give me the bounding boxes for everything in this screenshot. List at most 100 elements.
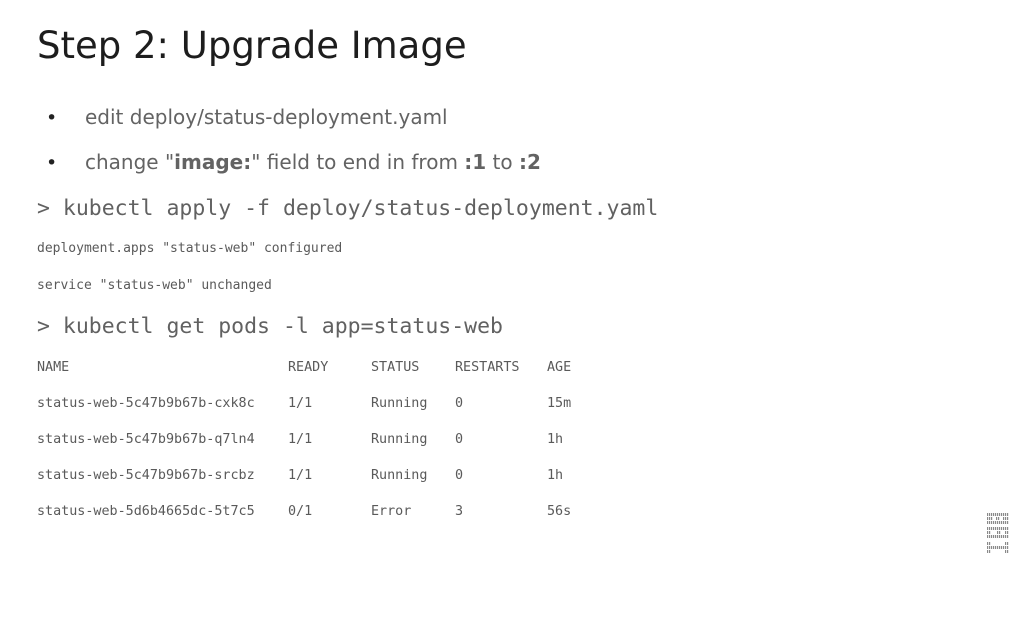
ibm-logo-stripe — [991, 527, 993, 530]
pod-ready: 0/1 — [288, 504, 313, 519]
ibm-logo-icon — [987, 513, 1009, 553]
ibm-logo-stripe — [1005, 517, 1007, 520]
ibm-logo-stripe — [996, 517, 998, 520]
ibm-logo-stripe — [998, 517, 1000, 520]
bullet-dot: • — [46, 107, 58, 129]
ibm-logo-stripe — [989, 542, 991, 545]
ibm-logo-stripe — [1003, 546, 1005, 549]
ibm-logo-stripe — [995, 546, 997, 549]
ibm-logo-stripe — [1001, 513, 1003, 516]
pod-restarts: 0 — [455, 432, 464, 447]
ibm-logo-stripe — [995, 535, 997, 538]
ibm-logo-stripe — [1007, 535, 1009, 538]
ibm-logo-stripe — [995, 521, 997, 524]
ibm-logo-stripe — [1005, 550, 1007, 553]
ibm-logo-stripe — [1003, 517, 1005, 520]
pod-status: Running — [371, 396, 428, 411]
slide-title: Step 2: Upgrade Image — [37, 24, 467, 67]
ibm-logo-stripe — [989, 521, 991, 524]
ibm-logo-stripe — [989, 535, 991, 538]
ibm-logo-stripe — [987, 517, 989, 520]
ibm-logo-stripe — [997, 513, 999, 516]
ibm-logo-stripe — [987, 531, 989, 534]
pod-name: status-web-5c47b9b67b-cxk8c — [37, 396, 255, 411]
ibm-logo-stripe — [1007, 527, 1009, 530]
ibm-logo-stripe — [989, 513, 991, 516]
ibm-logo-stripe — [987, 527, 989, 530]
ibm-logo-stripe — [989, 531, 991, 534]
ibm-logo-stripe — [989, 550, 991, 553]
bullet-text-part: " ﬁeld to end in from — [251, 150, 465, 174]
new-tag: :2 — [519, 150, 541, 174]
ibm-logo-stripe — [1001, 535, 1003, 538]
ibm-logo-stripe — [987, 542, 989, 545]
ibm-logo-stripe — [1007, 550, 1009, 553]
ibm-logo-stripe — [989, 517, 991, 520]
header-restarts: RESTARTS — [455, 360, 520, 375]
table-row: status-web-5c47b9b67b-srcbz 1/1 Running … — [37, 467, 637, 485]
table-header-row: NAME READY STATUS RESTARTS AGE — [37, 359, 637, 377]
ibm-logo-stripe — [995, 513, 997, 516]
pod-status: Running — [371, 432, 428, 447]
ibm-logo-stripe — [1003, 521, 1005, 524]
pod-age: 56s — [547, 504, 572, 519]
ibm-logo-stripe — [999, 531, 1001, 534]
ibm-logo-stripe — [991, 517, 993, 520]
pod-ready: 1/1 — [288, 432, 313, 447]
ibm-logo-stripe — [991, 521, 993, 524]
ibm-logo-stripe — [987, 550, 989, 553]
ibm-logo-stripe — [987, 513, 989, 516]
ibm-logo-stripe — [991, 546, 993, 549]
header-age: AGE — [547, 360, 572, 375]
ibm-logo-stripe — [999, 527, 1001, 530]
ibm-logo-stripe — [993, 535, 995, 538]
pod-age: 1h — [547, 468, 564, 483]
ibm-logo-stripe — [1007, 517, 1009, 520]
ibm-logo-stripe — [1005, 531, 1007, 534]
pod-status: Running — [371, 468, 428, 483]
ibm-logo-stripe — [999, 521, 1001, 524]
apply-output-line: service "status-web" unchanged — [37, 278, 272, 293]
pod-ready: 1/1 — [288, 396, 313, 411]
ibm-logo-stripe — [995, 527, 997, 530]
pod-name: status-web-5c47b9b67b-q7ln4 — [37, 432, 255, 447]
ibm-logo-stripe — [997, 521, 999, 524]
header-status: STATUS — [371, 360, 420, 375]
ibm-logo-stripe — [991, 513, 993, 516]
ibm-logo-stripe — [1001, 521, 1003, 524]
header-name: NAME — [37, 360, 70, 375]
bullet-text-part: change " — [85, 150, 175, 174]
ibm-logo-stripe — [997, 531, 999, 534]
ibm-logo-stripe — [987, 546, 989, 549]
ibm-logo-stripe — [997, 546, 999, 549]
pod-name: status-web-5d6b4665dc-5t7c5 — [37, 504, 255, 519]
table-row: status-web-5d6b4665dc-5t7c5 0/1 Error 3 … — [37, 503, 637, 521]
ibm-logo-stripe — [1007, 546, 1009, 549]
ibm-logo-stripe — [1007, 521, 1009, 524]
bullet-text-part: to — [486, 150, 519, 174]
apply-output-line: deployment.apps "status-web" configured — [37, 241, 343, 256]
ibm-logo-stripe — [997, 527, 999, 530]
ibm-logo-stripe — [987, 535, 989, 538]
ibm-logo-stripe — [1005, 535, 1007, 538]
table-row: status-web-5c47b9b67b-q7ln4 1/1 Running … — [37, 431, 637, 449]
ibm-logo-stripe — [987, 521, 989, 524]
ibm-logo-stripe — [1005, 546, 1007, 549]
pod-restarts: 3 — [455, 504, 464, 519]
ibm-logo-stripe — [993, 521, 995, 524]
pod-restarts: 0 — [455, 396, 464, 411]
ibm-logo-stripe — [1005, 542, 1007, 545]
bullet-dot: • — [46, 152, 58, 174]
ibm-logo-stripe — [999, 546, 1001, 549]
ibm-logo-stripe — [1003, 535, 1005, 538]
kubectl-get-pods-command: > kubectl get pods -l app=status-web — [37, 314, 503, 339]
bullet-text: edit deploy/status-deployment.yaml — [85, 105, 448, 129]
ibm-logo-stripe — [993, 513, 995, 516]
ibm-logo-stripe — [999, 535, 1001, 538]
table-row: status-web-5c47b9b67b-cxk8c 1/1 Running … — [37, 395, 637, 413]
image-field-name: image: — [174, 150, 252, 174]
ibm-logo-stripe — [997, 535, 999, 538]
pod-age: 15m — [547, 396, 572, 411]
ibm-logo-stripe — [989, 546, 991, 549]
bullet-change-image: •change "image:" ﬁeld to end in from :1 … — [46, 148, 541, 177]
